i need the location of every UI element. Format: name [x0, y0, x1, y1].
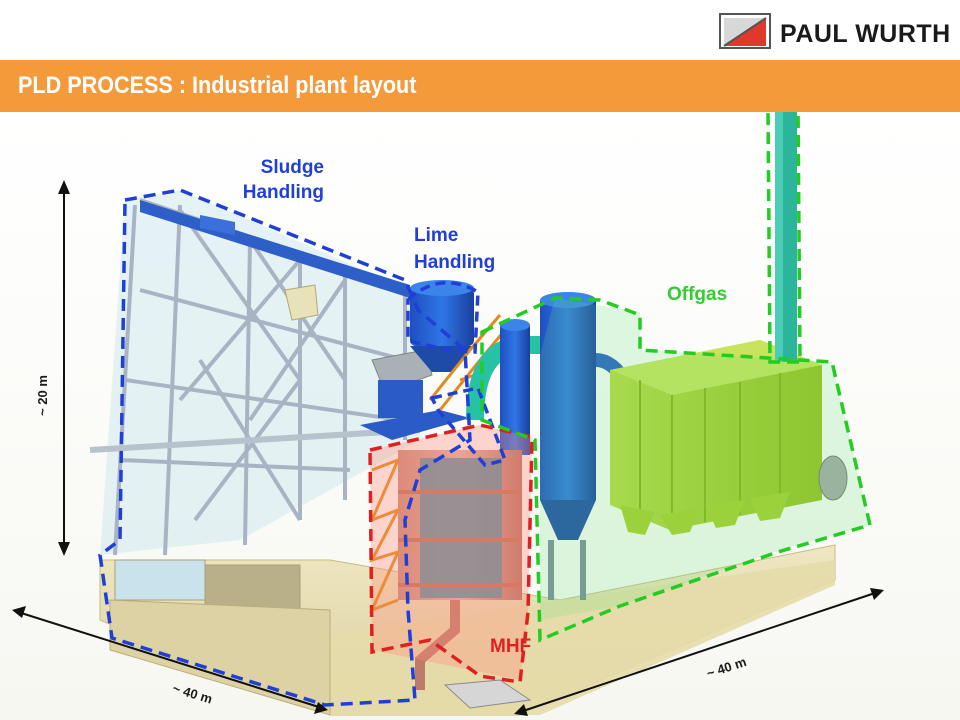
basin-1	[114, 559, 206, 601]
scrubber-cone	[540, 500, 596, 540]
offgas-zone-outline	[480, 296, 873, 643]
mhf-stairs	[369, 457, 402, 613]
scrubber-tower	[540, 300, 596, 500]
page-title: PLD PROCESS : Industrial plant layout	[18, 72, 417, 99]
crane-trolley	[200, 215, 235, 235]
height-dimension-label: ~ 20 m	[34, 375, 50, 416]
stack-highlight	[775, 112, 783, 362]
discharge-skip	[443, 679, 532, 709]
lime-silo	[410, 288, 474, 346]
lime-silo-cone	[410, 346, 474, 372]
conveyor-zone-outline	[429, 385, 508, 467]
cyclone-1	[500, 325, 530, 455]
offgas-zone-fill	[540, 298, 870, 620]
mhf-label: MHF	[490, 636, 532, 657]
sludge-handling-label-line2: Handling	[242, 182, 324, 203]
plant-layout-diagram	[0, 112, 960, 720]
bag-filter-roof	[610, 340, 822, 395]
paul-wurth-logo-icon	[719, 13, 771, 49]
lime-handling-label-line1: Lime	[414, 225, 459, 246]
hopper-body	[378, 380, 423, 418]
height-dimension-arrow	[58, 180, 70, 556]
sludge-handling-label: Sludge Handling	[224, 155, 324, 205]
bag-filter-panels	[639, 373, 781, 528]
brand-name: PAUL WURTH	[780, 20, 951, 48]
sludge-handling-zone-outline	[98, 188, 472, 707]
mhf-zone-outline	[368, 423, 534, 684]
sludge-handling-label-line1: Sludge	[260, 157, 324, 178]
support-leg-1	[548, 540, 554, 600]
header-band	[0, 0, 960, 58]
mhf-core	[420, 458, 502, 598]
ground-slab-front	[300, 560, 835, 715]
mhf-zone-fill	[370, 425, 532, 680]
fan	[818, 455, 848, 501]
mhf-platforms	[398, 490, 522, 587]
lime-handling-label: Lime Handling	[414, 222, 495, 276]
pipe-rail	[89, 427, 421, 453]
width-right-dimension-arrow	[514, 588, 884, 716]
grab-bucket	[284, 284, 319, 321]
width-left-dimension-arrow	[12, 606, 328, 714]
support-leg-2	[580, 540, 586, 600]
offgas-label: Offgas	[667, 284, 728, 305]
lime-handling-zone-outline	[406, 280, 480, 354]
basin-2	[204, 564, 301, 611]
lime-handling-label-line2: Handling	[414, 252, 496, 273]
title-bar	[0, 60, 960, 112]
scrubber-tower-top	[540, 292, 596, 308]
bag-filter-hoppers	[620, 492, 790, 535]
